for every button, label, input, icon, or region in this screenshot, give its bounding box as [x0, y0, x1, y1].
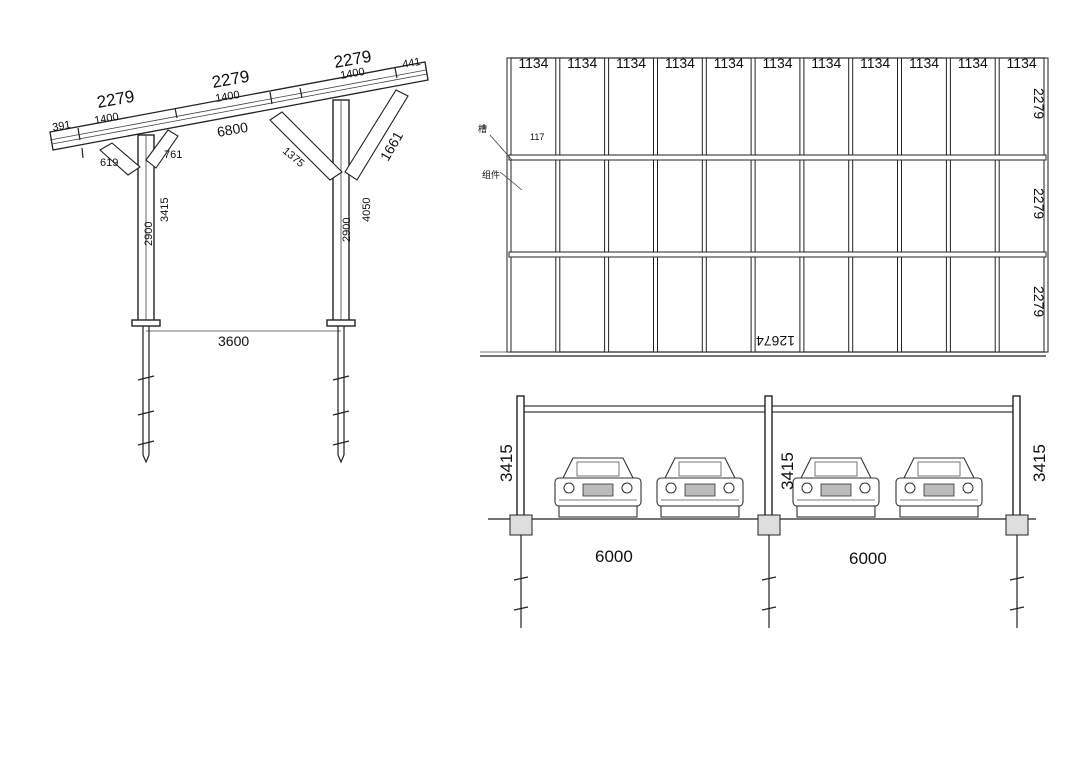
- plan-column-bar: [799, 57, 805, 353]
- plan-column-bar: [506, 57, 512, 353]
- plan-note-2: 117: [530, 132, 544, 142]
- front-height-3: 3415: [1030, 444, 1049, 482]
- plan-view: 1134 1134 1134 1134 1134 1134 1134 1134 1134 1134…: [478, 55, 1049, 357]
- plan-column-bar: [604, 57, 610, 353]
- plan-column-width-label: 1134: [518, 55, 548, 71]
- plan-row-height-2: 2279: [1031, 188, 1047, 219]
- front-footings: [509, 514, 1029, 536]
- plan-row-height-3: 2279: [1031, 286, 1047, 317]
- left-brace-outer: [99, 142, 141, 176]
- plan-column-width-label: 1134: [958, 55, 988, 71]
- car: [792, 457, 880, 518]
- side-rail-label-2: 1400: [214, 89, 240, 105]
- car: [895, 457, 983, 518]
- plan-column-width-label: 1134: [1007, 55, 1037, 71]
- plan-column-width-label: 1134: [714, 55, 744, 71]
- plan-note-3: 组件: [482, 169, 500, 180]
- plan-column-bar: [750, 57, 756, 353]
- plan-row-height-1: 2279: [1031, 88, 1047, 119]
- side-edge-right: 441: [401, 56, 421, 71]
- cars: [554, 457, 983, 518]
- ground-screw-right: [332, 326, 350, 464]
- side-panel-label-1: 2279: [95, 87, 136, 112]
- plan-column-bar: [994, 57, 1000, 353]
- plan-purlins: [508, 154, 1047, 258]
- front-column-1: [516, 395, 525, 519]
- front-span-1: 6000: [595, 547, 633, 566]
- ground-screw-left: [137, 326, 155, 464]
- front-span-2: 6000: [849, 549, 887, 568]
- car: [656, 457, 744, 518]
- column-label-3: 2900: [341, 218, 353, 242]
- brace-label-1: 619: [100, 157, 118, 169]
- brace-label-2: 761: [164, 149, 182, 161]
- plan-column-bar: [897, 57, 902, 353]
- side-rail-label-1: 1400: [93, 111, 119, 127]
- front-beam-2: [767, 405, 1017, 413]
- plan-columns: [506, 57, 1049, 353]
- right-brace-outer: [269, 111, 343, 181]
- plan-column-width-label: 1134: [616, 55, 646, 71]
- front-view: 3415 3415 3415 6000 6000: [488, 395, 1049, 628]
- plan-column-width-label: 1134: [811, 55, 841, 71]
- column-label-4: 4050: [361, 198, 373, 222]
- side-span-label: 6800: [216, 119, 250, 140]
- plan-column-width-label: 1134: [567, 55, 597, 71]
- front-height-2: 3415: [778, 452, 797, 490]
- front-column-2: [764, 395, 773, 519]
- plan-column-width-label: 1134: [762, 55, 792, 71]
- right-brace-inner: [344, 89, 409, 181]
- plan-column-width-label: 1134: [860, 55, 890, 71]
- front-beam-1: [519, 405, 769, 413]
- side-panel-label-2: 2279: [210, 67, 251, 92]
- plan-outline: [508, 57, 1047, 353]
- plan-column-bar: [945, 57, 951, 353]
- plan-column-width-label: 1134: [665, 55, 695, 71]
- side-edge-left: 391: [51, 119, 71, 134]
- column-label-1: 2900: [143, 222, 155, 246]
- side-view: 2279 2279 2279 1400 1400 1400 391 441 68…: [49, 47, 429, 464]
- rail-studs: [77, 67, 398, 159]
- plan-column-bar: [701, 57, 707, 353]
- plan-column-labels: 1134 1134 1134 1134 1134 1134 1134 1134 1134 1134…: [518, 55, 1037, 71]
- plan-column-bar: [653, 57, 658, 353]
- front-ground-screws: [513, 535, 1025, 628]
- plan-column-bar: [555, 57, 561, 353]
- car: [554, 457, 642, 518]
- plan-total-length: 12674: [756, 333, 795, 349]
- front-height-1: 3415: [497, 444, 516, 482]
- plan-column-width-label: 1134: [909, 55, 939, 71]
- plan-column-bar: [848, 57, 854, 353]
- plan-note-1: 槽: [478, 123, 487, 134]
- left-brace-inner: [145, 129, 179, 169]
- side-rail-label-3: 1400: [339, 66, 365, 82]
- side-base-span: 3600: [218, 333, 249, 349]
- plan-column-bar: [1043, 57, 1049, 353]
- column-label-2: 3415: [159, 198, 171, 222]
- front-column-3: [1012, 395, 1021, 519]
